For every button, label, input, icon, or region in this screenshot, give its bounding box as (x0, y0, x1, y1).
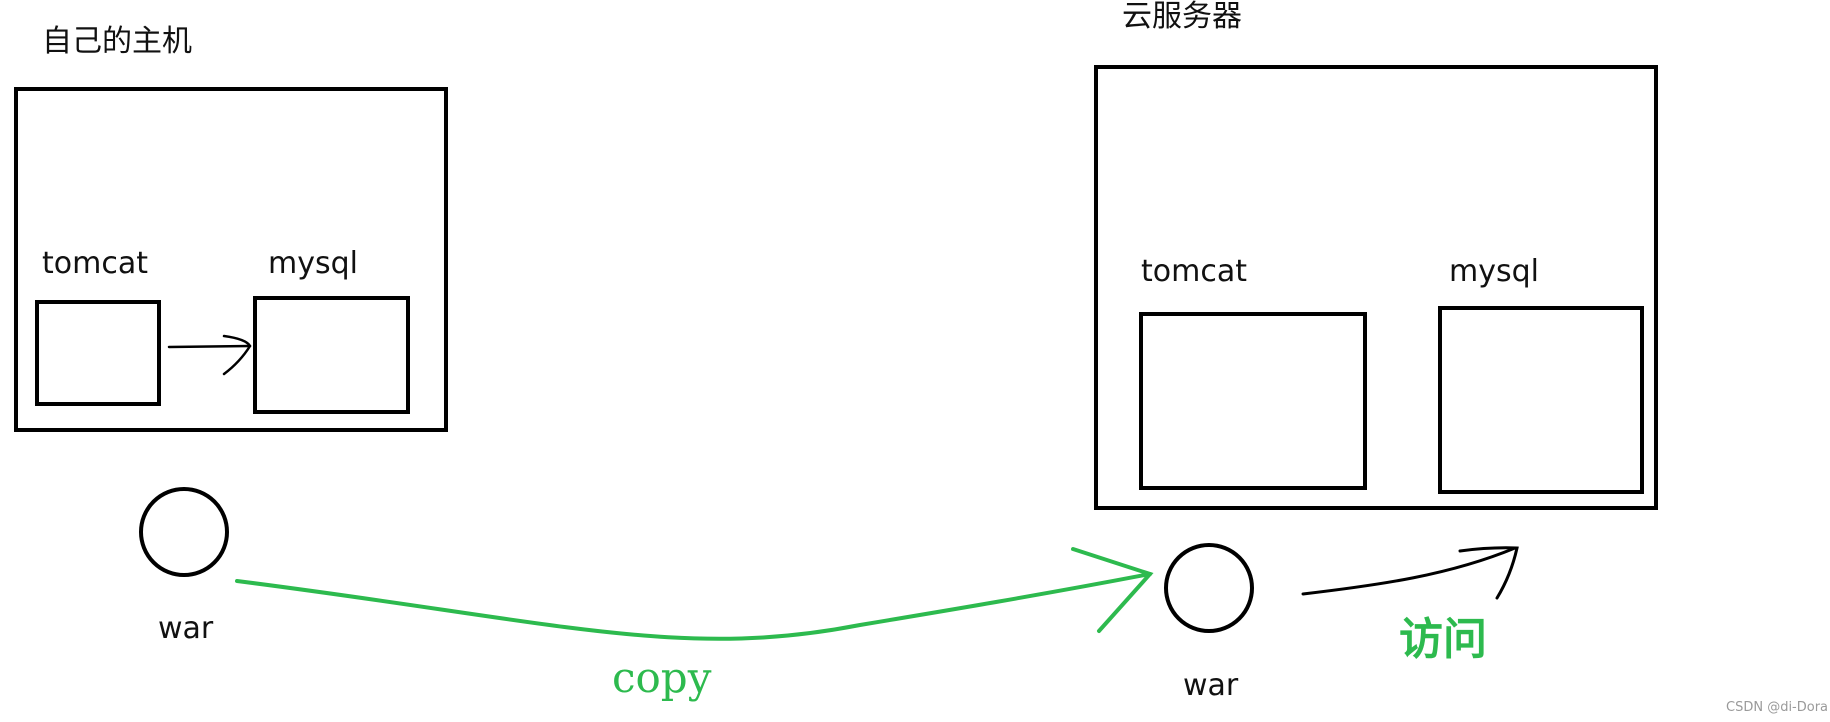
cloud-war-circle (1164, 543, 1254, 633)
cloud-tomcat-label: tomcat (1141, 254, 1247, 289)
local-war-label: war (158, 611, 214, 646)
copy-label: copy (612, 653, 712, 702)
copy-arrow (235, 547, 1154, 641)
cloud-mysql-label: mysql (1449, 254, 1539, 289)
cloud-tomcat-box (1139, 312, 1367, 490)
cloud-server-box (1094, 65, 1658, 510)
cloud-server-title: 云服务器 (1122, 0, 1242, 34)
cloud-war-label: war (1183, 668, 1239, 703)
cloud-mysql-box (1438, 306, 1644, 494)
local-mysql-label: mysql (268, 246, 358, 281)
tomcat-to-mysql-arrow (167, 334, 252, 376)
local-host-title: 自己的主机 (42, 24, 192, 59)
local-tomcat-label: tomcat (42, 246, 148, 281)
watermark: CSDN @di-Dora (1726, 700, 1829, 715)
access-arrow (1301, 546, 1519, 600)
local-mysql-box (253, 296, 410, 414)
local-tomcat-box (35, 300, 161, 406)
local-war-circle (139, 487, 229, 577)
local-host-box (14, 87, 448, 432)
access-label: 访问 (1399, 614, 1487, 665)
